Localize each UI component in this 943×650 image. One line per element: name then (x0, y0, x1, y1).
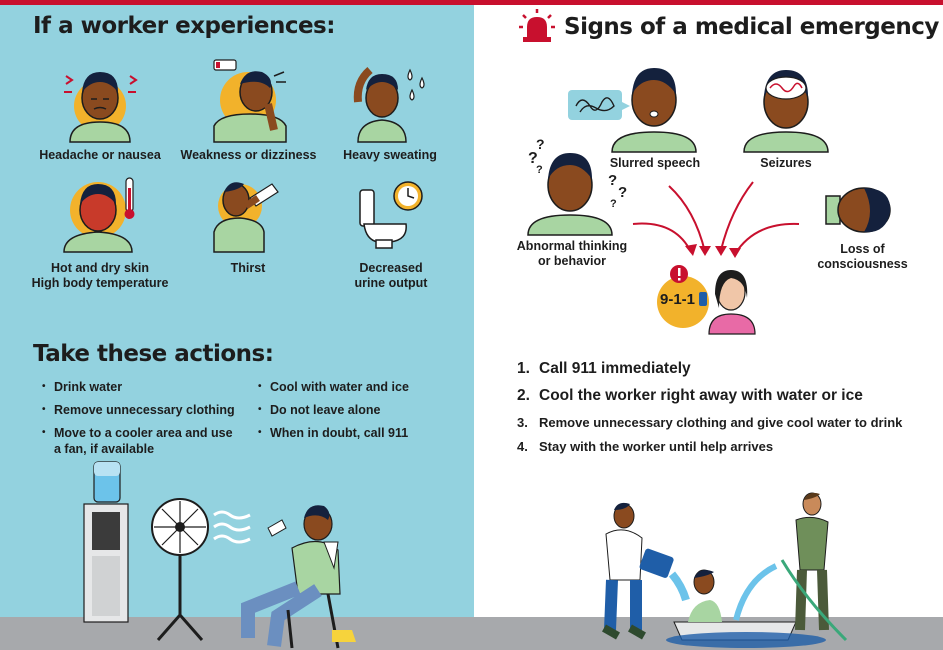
top-accent-bar (0, 0, 943, 5)
symptom-label-headache: Headache or nausea (39, 148, 161, 162)
dizziness-icon (213, 59, 287, 143)
svg-text:?: ? (610, 198, 617, 210)
confused-thinking-icon: ? ? ? ? ? ? (527, 136, 627, 236)
symptom-label-thirst: Thirst (230, 261, 266, 275)
siren-icon (519, 9, 555, 42)
svg-text:?: ? (536, 136, 545, 152)
svg-text:?: ? (608, 172, 617, 189)
fan-icon (151, 498, 251, 641)
actions-heading: Take these actions: (33, 341, 274, 367)
action-remove-clothing: Remove unnecessary clothing (42, 402, 235, 418)
step-4: 4.Stay with the worker until help arrive… (517, 439, 774, 454)
slurred-speech-icon (568, 68, 697, 153)
right-panel (474, 5, 943, 617)
action-move-cooler: Move to a cooler area and use (42, 425, 233, 441)
converging-arrows (632, 181, 800, 258)
symptom-label-hot-skin: Hot and dry skin High body temperature (31, 261, 169, 290)
water-cooler-icon (83, 461, 129, 623)
action-call-911: When in doubt, call 911 (258, 425, 408, 441)
sweating-icon (353, 66, 425, 143)
step-2: 2.Cool the worker right away with water … (517, 387, 863, 404)
symptom-label-weakness: Weakness or dizziness (180, 148, 317, 162)
sign-label-slurred: Slurred speech (609, 156, 701, 170)
resting-worker-illustration (241, 505, 356, 649)
sign-label-loss: Loss of consciousness (817, 242, 908, 271)
symptom-label-sweating: Heavy sweating (343, 148, 437, 162)
action-move-cooler-cont: a fan, if available (54, 442, 155, 456)
sign-label-abnormal: Abnormal thinking or behavior (516, 239, 628, 268)
emergency-heading: Signs of a medical emergency (564, 14, 939, 40)
step-1: 1.Call 911 immediately (517, 360, 691, 377)
action-drink-water: Drink water (42, 379, 122, 395)
action-do-not-leave: Do not leave alone (258, 402, 381, 418)
headache-icon (64, 72, 138, 143)
svg-text:?: ? (618, 184, 627, 201)
svg-text:?: ? (528, 150, 538, 167)
symptoms-heading: If a worker experiences: (33, 13, 335, 39)
action-cool-water-ice: Cool with water and ice (258, 379, 409, 395)
symptom-label-urine: Decreased urine output (354, 261, 428, 290)
step-3: 3.Remove unnecessary clothing and give c… (517, 415, 903, 430)
unconscious-icon (825, 187, 891, 233)
emergency-call-illustration (657, 265, 756, 335)
cooling-scene-illustration (602, 492, 848, 648)
seizure-icon (743, 70, 829, 153)
toilet-icon (359, 181, 423, 249)
hot-skin-icon (63, 177, 135, 253)
thirst-icon (213, 182, 279, 253)
call-911-badge-text: 9-1-1 (660, 291, 696, 308)
svg-text:?: ? (536, 164, 543, 176)
sign-label-seizures: Seizures (760, 156, 812, 170)
